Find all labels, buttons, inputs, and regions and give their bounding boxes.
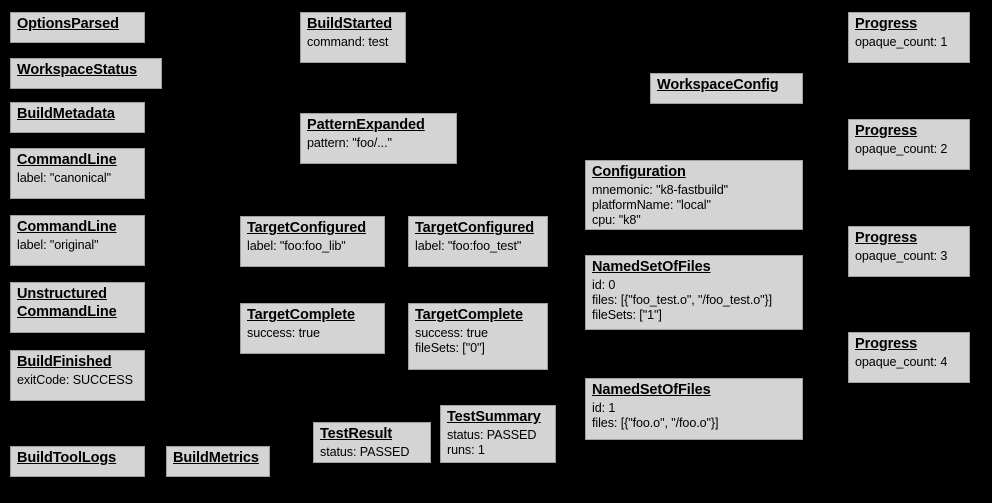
node-attributes: opaque_count: 1	[855, 35, 963, 50]
node-progress-2[interactable]: Progress opaque_count: 2	[848, 119, 970, 170]
node-title: OptionsParsed	[17, 16, 119, 32]
node-attribute: label: "original"	[17, 237, 99, 252]
node-attributes: command: test	[307, 35, 399, 50]
node-title: WorkspaceStatus	[17, 62, 137, 78]
node-attribute: success: true	[415, 325, 488, 340]
node-attribute: fileSets: ["1"]	[592, 308, 662, 323]
node-attributes: success: true	[247, 326, 378, 341]
node-attribute: files: [{"foo_test.o", "/foo_test.o"}]	[592, 293, 773, 308]
node-pattern-expanded[interactable]: PatternExpanded pattern: "foo/..."	[300, 113, 457, 164]
node-attributes: opaque_count: 2	[855, 142, 963, 157]
node-attributes: mnemonic: "k8-fastbuild"platformName: "l…	[592, 183, 796, 229]
node-title: TargetComplete	[247, 307, 355, 323]
node-attribute: status: PASSED	[447, 427, 537, 442]
node-command-line-original[interactable]: CommandLine label: "original"	[10, 215, 145, 266]
node-workspace-config[interactable]: WorkspaceConfig	[650, 73, 803, 104]
node-progress-1[interactable]: Progress opaque_count: 1	[848, 12, 970, 63]
node-title: CommandLine	[17, 219, 117, 235]
node-build-finished[interactable]: BuildFinished exitCode: SUCCESS	[10, 350, 145, 401]
node-title: Progress	[855, 16, 918, 32]
node-progress-3[interactable]: Progress opaque_count: 3	[848, 226, 970, 277]
node-attribute: opaque_count: 2	[855, 141, 948, 156]
node-title: TargetConfigured	[247, 220, 366, 236]
node-title: TargetConfigured	[415, 220, 534, 236]
node-title: BuildMetadata	[17, 106, 115, 122]
node-title: Progress	[855, 123, 918, 139]
node-title: NamedSetOfFiles	[592, 259, 711, 275]
node-attribute: opaque_count: 3	[855, 248, 948, 263]
node-title: BuildToolLogs	[17, 450, 117, 466]
node-title: TestSummary	[447, 409, 541, 425]
node-title: Progress	[855, 336, 918, 352]
node-attribute: label: "canonical"	[17, 170, 111, 185]
node-attribute: label: "foo:foo_test"	[415, 238, 522, 253]
node-test-result[interactable]: TestResult status: PASSED	[313, 422, 431, 463]
node-unstructured-command-line[interactable]: Unstructured CommandLine	[10, 282, 145, 333]
node-attributes: label: "original"	[17, 238, 138, 253]
node-attribute: runs: 1	[447, 443, 485, 458]
node-attribute: success: true	[247, 325, 320, 340]
node-options-parsed[interactable]: OptionsParsed	[10, 12, 145, 43]
node-attribute: opaque_count: 4	[855, 354, 948, 369]
node-progress-4[interactable]: Progress opaque_count: 4	[848, 332, 970, 383]
node-build-metadata[interactable]: BuildMetadata	[10, 102, 145, 133]
node-title: BuildMetrics	[173, 450, 259, 466]
node-attribute: platformName: "local"	[592, 198, 711, 213]
node-attribute: id: 0	[592, 277, 616, 292]
node-target-configured-foo-test[interactable]: TargetConfigured label: "foo:foo_test"	[408, 216, 548, 267]
node-title: CommandLine	[17, 152, 117, 168]
node-attributes: opaque_count: 3	[855, 249, 963, 264]
node-attributes: label: "foo:foo_lib"	[247, 239, 378, 254]
node-build-metrics[interactable]: BuildMetrics	[166, 446, 270, 477]
node-attribute: files: [{"foo.o", "/foo.o"}]	[592, 416, 719, 431]
node-title: TestResult	[320, 426, 393, 442]
node-attribute: id: 1	[592, 400, 616, 415]
node-attribute: pattern: "foo/..."	[307, 135, 392, 150]
node-attribute: opaque_count: 1	[855, 34, 948, 49]
node-attribute: cpu: "k8"	[592, 213, 641, 228]
node-attributes: pattern: "foo/..."	[307, 136, 450, 151]
node-title: Progress	[855, 230, 918, 246]
node-attributes: label: "foo:foo_test"	[415, 239, 541, 254]
node-title: TargetComplete	[415, 307, 523, 323]
node-command-line-canonical[interactable]: CommandLine label: "canonical"	[10, 148, 145, 199]
node-title: BuildFinished	[17, 354, 112, 370]
node-title: NamedSetOfFiles	[592, 382, 711, 398]
node-title: Unstructured CommandLine	[17, 286, 117, 320]
node-attributes: opaque_count: 4	[855, 355, 963, 370]
node-attribute: exitCode: SUCCESS	[17, 372, 133, 387]
node-build-started[interactable]: BuildStarted command: test	[300, 12, 406, 63]
node-attributes: label: "canonical"	[17, 171, 138, 186]
node-title: BuildStarted	[307, 16, 393, 32]
node-title: WorkspaceConfig	[657, 77, 779, 93]
node-configuration[interactable]: Configuration mnemonic: "k8-fastbuild"pla…	[585, 160, 803, 230]
node-attributes: exitCode: SUCCESS	[17, 373, 138, 388]
node-title: Configuration	[592, 164, 686, 180]
node-target-configured-foo-lib[interactable]: TargetConfigured label: "foo:foo_lib"	[240, 216, 385, 267]
node-build-tool-logs[interactable]: BuildToolLogs	[10, 446, 145, 477]
node-title: PatternExpanded	[307, 117, 425, 133]
node-attribute: status: PASSED	[320, 444, 410, 459]
node-attribute: label: "foo:foo_lib"	[247, 238, 346, 253]
node-attribute: mnemonic: "k8-fastbuild"	[592, 182, 729, 197]
node-attribute: command: test	[307, 34, 389, 49]
node-workspace-status[interactable]: WorkspaceStatus	[10, 58, 162, 89]
node-target-complete-left[interactable]: TargetComplete success: true	[240, 303, 385, 354]
node-attributes: status: PASSED	[320, 445, 424, 460]
node-attribute: fileSets: ["0"]	[415, 341, 485, 356]
